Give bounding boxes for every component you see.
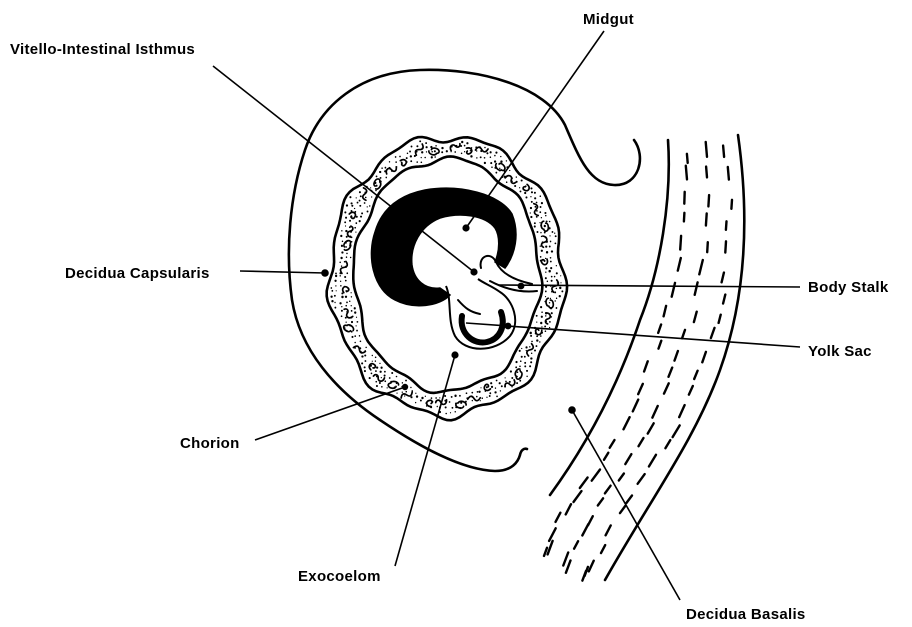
basalis-striation [694,371,697,379]
basalis-striation [566,561,571,573]
pointer-dot-vitello-intestinal-isthmus [470,268,477,275]
basalis-striation [726,221,727,230]
basalis-striation [548,541,553,555]
decidua-basalis [544,135,744,581]
basalis-striation [658,325,661,333]
basalis-striation [626,496,632,504]
basalis-striation [725,241,726,252]
label-body-stalk: Body Stalk [808,279,889,296]
pointer-dot-decidua-capsularis [321,269,329,277]
basalis-striation [601,545,605,553]
basalis-striation [620,506,625,513]
basalis-striation [679,405,684,417]
basalis-striation [582,571,586,581]
basalis-striation [604,453,608,460]
basalis-striation [684,213,685,222]
basalis-striation [638,384,643,394]
basalis-striation [598,498,603,505]
basalis-striation [638,474,645,484]
pointer-dot-chorion [402,384,408,390]
decidua-basalis-inner-edge [550,140,669,495]
basalis-striation [707,242,708,252]
basalis-striation [652,406,657,418]
basalis-striation [686,166,687,180]
basalis-striation [675,351,678,361]
basalis-striation [706,167,707,178]
label-chorion: Chorion [180,435,240,452]
basalis-striation [549,528,556,541]
chorion [327,137,567,420]
basalis-striation [672,283,675,297]
basalis-striation [706,142,707,157]
basalis-striation [624,417,630,429]
basalis-striation [731,200,732,209]
label-midgut: Midgut [583,11,634,28]
basalis-striation [682,330,685,338]
basalis-striation [665,440,670,448]
basalis-striation [639,438,644,446]
basalis-striation [644,361,648,371]
basalis-striation [589,561,594,572]
basalis-striation [687,154,688,163]
basalis-striation [664,306,667,316]
basalis-striation [633,400,638,412]
pointer-dot-decidua-basalis [568,406,576,414]
basalis-striation [625,454,631,464]
label-decidua-capsularis: Decidua Capsularis [65,265,210,282]
basalis-striation [664,383,669,393]
basalis-striation [610,440,615,448]
label-yolk-sac: Yolk Sac [808,343,872,360]
basalis-striation [699,260,703,274]
label-vitello-intestinal-isthmus: Vitello-Intestinal Isthmus [10,41,195,58]
basalis-striation [719,315,721,323]
label-decidua-basalis: Decidua Basalis [686,606,806,623]
basalis-striation [574,491,582,502]
basalis-striation [556,513,561,522]
basalis-striation [580,478,588,489]
basalis-striation [678,258,681,271]
basalis-striation [582,524,588,535]
pointer-dot-body-stalk [518,283,525,290]
basalis-striation [708,195,709,206]
basalis-striation [648,423,654,433]
basalis-striation [619,474,624,481]
leader-line-chorion [255,387,405,440]
leader-line-decidua-capsularis [240,271,325,273]
basalis-striation [566,504,571,514]
basalis-striation [592,470,600,481]
basalis-striation [695,282,698,294]
basalis-striation [563,553,568,566]
basalis-striation [574,541,578,549]
pointer-dot-midgut [462,224,469,231]
basalis-striation [605,486,611,494]
basalis-striation [680,236,681,250]
basalis-striation [689,386,693,395]
basalis-striation [723,295,725,304]
basalis-striation [669,368,673,377]
basalis-striation [702,352,706,362]
basalis-striation [723,146,724,157]
basalis-striation [606,526,611,536]
basalis-striation [649,455,656,467]
basalis-striation [711,328,715,338]
pointer-dot-exocoelom [451,351,458,358]
decidua-basalis-striations [544,142,732,581]
label-exocoelom: Exocoelom [298,568,381,585]
basalis-striation [722,273,724,283]
basalis-striation [706,213,707,225]
basalis-striation [673,425,680,437]
basalis-striation [728,167,729,180]
pointer-dot-yolk-sac [505,323,512,330]
basalis-striation [694,312,697,322]
basalis-striation [659,341,662,349]
